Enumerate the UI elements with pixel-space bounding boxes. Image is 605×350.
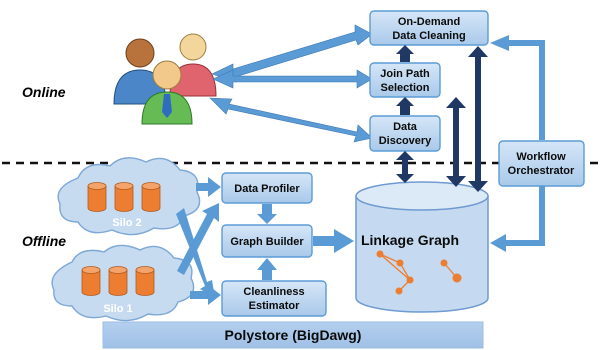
cleaning-label-line1: On-Demand (398, 16, 460, 28)
polystore-bar: Polystore (BigDawg) (102, 321, 484, 349)
cleanliness-label-line1: Cleanliness (243, 286, 304, 298)
graph-builder-box: Graph Builder (221, 224, 313, 258)
silo1-to-estimator-arrow (190, 285, 221, 305)
silo-2-cloud: Silo 2 (57, 157, 201, 236)
builder-to-linkage-arrow (313, 229, 354, 253)
silo-1-label: Silo 1 (103, 303, 132, 315)
data-discovery-box: Data Discovery (369, 115, 441, 152)
discovery-label-line2: Discovery (379, 135, 432, 147)
join-path-selection-box: Join Path Selection (369, 62, 441, 98)
join-to-cleaning-arrow (396, 45, 414, 62)
on-demand-data-cleaning-box: On-Demand Data Cleaning (369, 10, 489, 46)
user-to-discovery-arrow (209, 97, 373, 143)
orchestrator-label-line1: Workflow (516, 151, 566, 163)
polystore-label: Polystore (BigDawg) (225, 327, 362, 343)
discovery-label-line1: Data (393, 121, 418, 133)
linkage-graph-label: Linkage Graph (361, 232, 459, 248)
silo-2-database-icons (87, 182, 161, 212)
online-section-label: Online (22, 84, 66, 100)
estimator-to-builder-arrow (257, 258, 277, 280)
join-cylinder-double-arrow (446, 97, 466, 187)
silo1-to-profiler-arrow (177, 203, 219, 275)
discovery-to-join-arrow (396, 97, 414, 115)
linkage-graph-cylinder: Linkage Graph (355, 181, 489, 313)
profiler-label: Data Profiler (234, 183, 300, 195)
silo-1-cloud: Silo 1 (51, 244, 195, 322)
graph-builder-label: Graph Builder (230, 236, 304, 248)
join-label-line1: Join Path (380, 68, 430, 80)
join-label-line2: Selection (381, 82, 430, 94)
cleanliness-label-line2: Estimator (249, 300, 300, 312)
user-to-cleaning-arrow (211, 24, 373, 83)
workflow-orchestrator-box: Workflow Orchestrator (498, 140, 585, 187)
orchestrator-label-line2: Orchestrator (508, 165, 575, 177)
silo2-to-profiler-arrow (196, 177, 221, 197)
orchestrator-link-arrow (490, 35, 545, 252)
silo-1-database-icons (81, 266, 155, 296)
cleaning-label-line2: Data Cleaning (392, 30, 465, 42)
cleanliness-estimator-box: Cleanliness Estimator (221, 280, 327, 317)
silo-2-label: Silo 2 (112, 217, 141, 229)
users-icon (113, 33, 217, 125)
offline-section-label: Offline (22, 233, 66, 249)
profiler-to-builder-arrow (257, 204, 277, 224)
silo2-to-estimator-arrow (176, 208, 215, 298)
data-profiler-box: Data Profiler (221, 172, 313, 204)
cleaning-cylinder-double-arrow (468, 46, 488, 192)
discovery-cylinder-double-arrow (396, 151, 414, 183)
linkage-graph-network-icon (376, 250, 462, 295)
